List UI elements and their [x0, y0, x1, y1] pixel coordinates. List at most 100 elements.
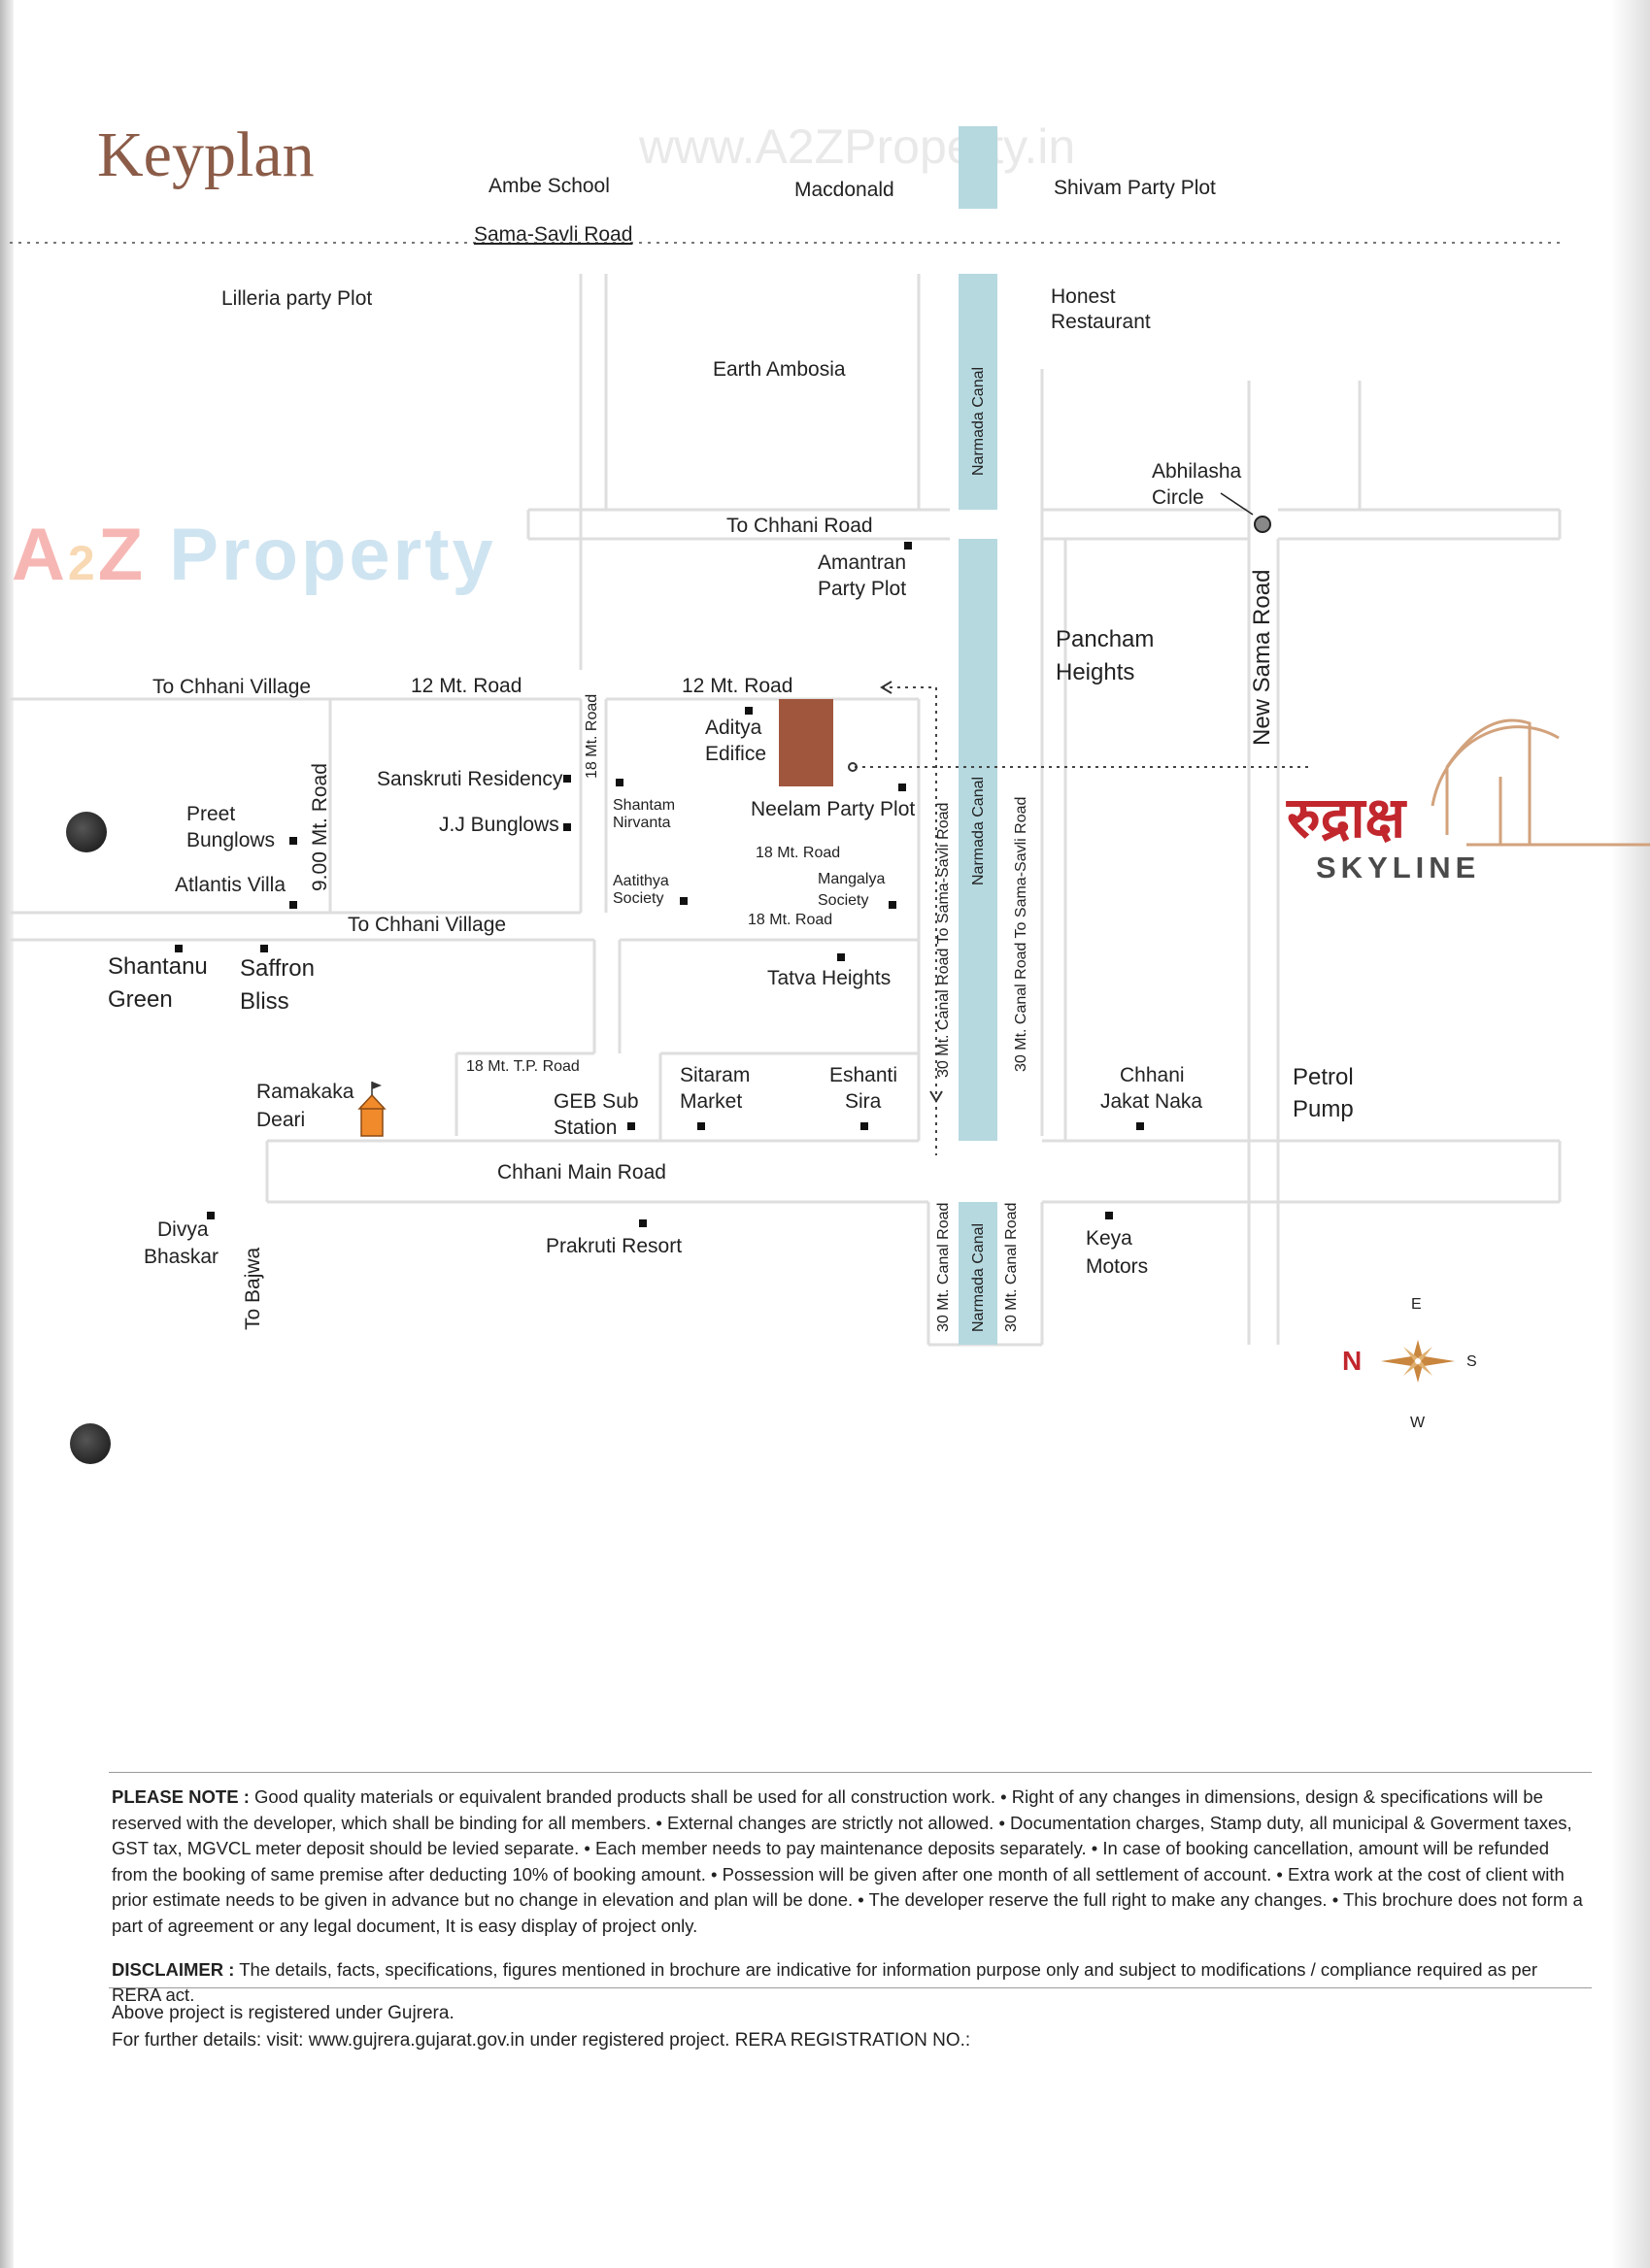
- label-jj-bunglows: J.J Bunglows: [439, 814, 559, 836]
- label-to-chhani-village-bottom: To Chhani Village: [348, 914, 507, 936]
- disclaimer-block: DISCLAIMER : The details, facts, specifi…: [112, 1957, 1590, 2008]
- compass-w: W: [1410, 1415, 1426, 1431]
- label-ramakaka-deari-1: Ramakaka: [256, 1081, 354, 1103]
- label-18mt-road-vertical: 18 Mt. Road: [584, 693, 600, 779]
- label-petrol-pump-1: Petrol: [1293, 1064, 1354, 1090]
- label-earth-ambosia: Earth Ambosia: [713, 358, 846, 381]
- label-shantam-nirvanta-2: Nirvanta: [613, 815, 671, 831]
- location-markers: [175, 542, 1144, 1227]
- logo-devanagari-name: रुद्राक्ष: [1287, 784, 1406, 850]
- watermark-brand-z: Z: [97, 514, 147, 596]
- label-shantanu-green-2: Green: [108, 986, 173, 1013]
- punch-hole-top: [66, 812, 107, 852]
- label-sitaram-market-1: Sitaram: [680, 1064, 751, 1086]
- label-9mt-road-vertical: 9.00 Mt. Road: [309, 763, 331, 891]
- route-arrow-head: [880, 681, 892, 694]
- label-eshanti-sira-1: Eshanti: [829, 1064, 898, 1086]
- rera-block: Above project is registered under Gujrer…: [112, 2000, 1374, 2054]
- label-eshanti-sira-2: Sira: [845, 1090, 882, 1113]
- label-ambe-school: Ambe School: [488, 175, 610, 197]
- label-honest-restaurant-1: Honest: [1051, 285, 1116, 308]
- label-18mt-tp-road: 18 Mt. T.P. Road: [466, 1058, 580, 1075]
- label-12mt-road-left: 12 Mt. Road: [411, 675, 522, 697]
- please-note-text: Good quality materials or equivalent bra…: [112, 1786, 1583, 1936]
- label-narmada-canal-top: Narmada Canal: [970, 366, 987, 476]
- compass-s: S: [1466, 1353, 1477, 1370]
- route-dotted-lines: [855, 686, 1309, 1155]
- label-abhilasha-circle-1: Abhilasha: [1152, 460, 1242, 483]
- label-18mt-road-mid: 18 Mt. Road: [756, 845, 841, 861]
- please-note-label: PLEASE NOTE :: [112, 1786, 250, 1807]
- compass-icon: [1381, 1340, 1455, 1383]
- further-details-line: For further details: visit: www.gujrera.…: [112, 2030, 971, 2051]
- label-geb-sub-station-2: Station: [554, 1117, 618, 1139]
- registered-line: Above project is registered under Gujrer…: [112, 2003, 455, 2023]
- label-12mt-road-right: 12 Mt. Road: [682, 675, 793, 697]
- compass-e: E: [1411, 1296, 1422, 1313]
- label-tatva-heights: Tatva Heights: [767, 967, 892, 989]
- label-narmada-canal-bottom: Narmada Canal: [970, 1222, 987, 1332]
- label-petrol-pump-2: Pump: [1293, 1096, 1354, 1122]
- watermark-brand: A2Z Property: [12, 513, 496, 597]
- label-ramakaka-deari-2: Deari: [256, 1109, 306, 1131]
- label-aatithya-society-2: Society: [613, 890, 664, 907]
- label-30mt-canal-road-bottom-left: 30 Mt. Canal Road: [935, 1202, 952, 1332]
- compass-n: N: [1342, 1346, 1363, 1376]
- punch-hole-bottom: [70, 1423, 111, 1464]
- narmada-canal-top-segment: [959, 126, 997, 209]
- watermark-brand-property: Property: [146, 514, 496, 596]
- label-shivam-party-plot: Shivam Party Plot: [1054, 177, 1216, 199]
- label-shantanu-green-1: Shantanu: [108, 953, 208, 980]
- label-chhani-main-road: Chhani Main Road: [497, 1161, 666, 1184]
- label-chhani-jakat-naka-1: Chhani: [1120, 1064, 1185, 1086]
- label-mangalya-society-2: Society: [818, 892, 869, 909]
- disclaimer-label: DISCLAIMER :: [112, 1959, 235, 1980]
- label-saffron-bliss-2: Bliss: [240, 988, 289, 1015]
- label-sitaram-market-2: Market: [680, 1090, 743, 1113]
- label-divya-bhaskar-2: Bhaskar: [144, 1246, 219, 1268]
- label-sama-savli-road: Sama-Savli Road: [474, 223, 633, 246]
- skyline-logo-mark: [1431, 718, 1650, 847]
- label-30mt-canal-road-bottom-right: 30 Mt. Canal Road: [1003, 1202, 1020, 1332]
- please-note-block: PLEASE NOTE : Good quality materials or …: [112, 1784, 1590, 1939]
- label-sanskruti-residency: Sanskruti Residency: [377, 768, 563, 790]
- road-edges: [10, 274, 1562, 1347]
- label-to-bajwa: To Bajwa: [242, 1247, 264, 1330]
- label-amantran-party-plot-2: Party Plot: [818, 578, 907, 600]
- label-geb-sub-station-1: GEB Sub: [554, 1090, 639, 1113]
- narmada-canal-mid-segment: [959, 539, 997, 1141]
- label-amantran-party-plot-1: Amantran: [818, 551, 907, 574]
- label-preet-bunglows-1: Preet: [186, 803, 236, 825]
- label-neelam-party-plot: Neelam Party Plot: [751, 798, 916, 820]
- label-chhani-jakat-naka-2: Jakat Naka: [1100, 1090, 1203, 1113]
- label-abhilasha-circle-2: Circle: [1152, 486, 1204, 509]
- label-saffron-bliss-1: Saffron: [240, 955, 315, 982]
- label-lilleria-party-plot: Lilleria party Plot: [221, 287, 373, 310]
- label-to-chhani-village-top: To Chhani Village: [152, 676, 312, 698]
- label-prakruti-resort: Prakruti Resort: [546, 1235, 683, 1257]
- narmada-canal-north-segment: [959, 274, 997, 510]
- label-shantam-nirvanta-1: Shantam: [613, 797, 676, 814]
- route-arrow-down: [929, 1090, 943, 1103]
- footer-divider-bottom: [109, 1987, 1592, 1988]
- temple-icon: [357, 1082, 387, 1137]
- label-macdonald: Macdonald: [794, 179, 894, 201]
- label-atlantis-villa: Atlantis Villa: [175, 874, 286, 896]
- logo-skyline: SKYLINE: [1316, 850, 1481, 884]
- label-honest-restaurant-2: Restaurant: [1051, 311, 1151, 333]
- watermark-brand-a: A: [12, 514, 68, 596]
- footer-divider-top: [109, 1772, 1592, 1773]
- label-to-chhani-road: To Chhani Road: [726, 515, 873, 537]
- label-keya-motors-2: Motors: [1086, 1255, 1149, 1278]
- label-18mt-road-bottom: 18 Mt. Road: [748, 912, 833, 928]
- project-site: [779, 699, 833, 786]
- label-aditya-edifice-1: Aditya: [705, 717, 762, 739]
- label-aatithya-society-1: Aatithya: [613, 873, 669, 889]
- narmada-canal-south-segment: [959, 1202, 997, 1345]
- label-preet-bunglows-2: Bunglows: [186, 829, 276, 851]
- label-divya-bhaskar-1: Divya: [157, 1218, 209, 1241]
- label-pancham-heights-1: Pancham: [1056, 626, 1155, 652]
- label-narmada-canal-mid: Narmada Canal: [970, 776, 987, 885]
